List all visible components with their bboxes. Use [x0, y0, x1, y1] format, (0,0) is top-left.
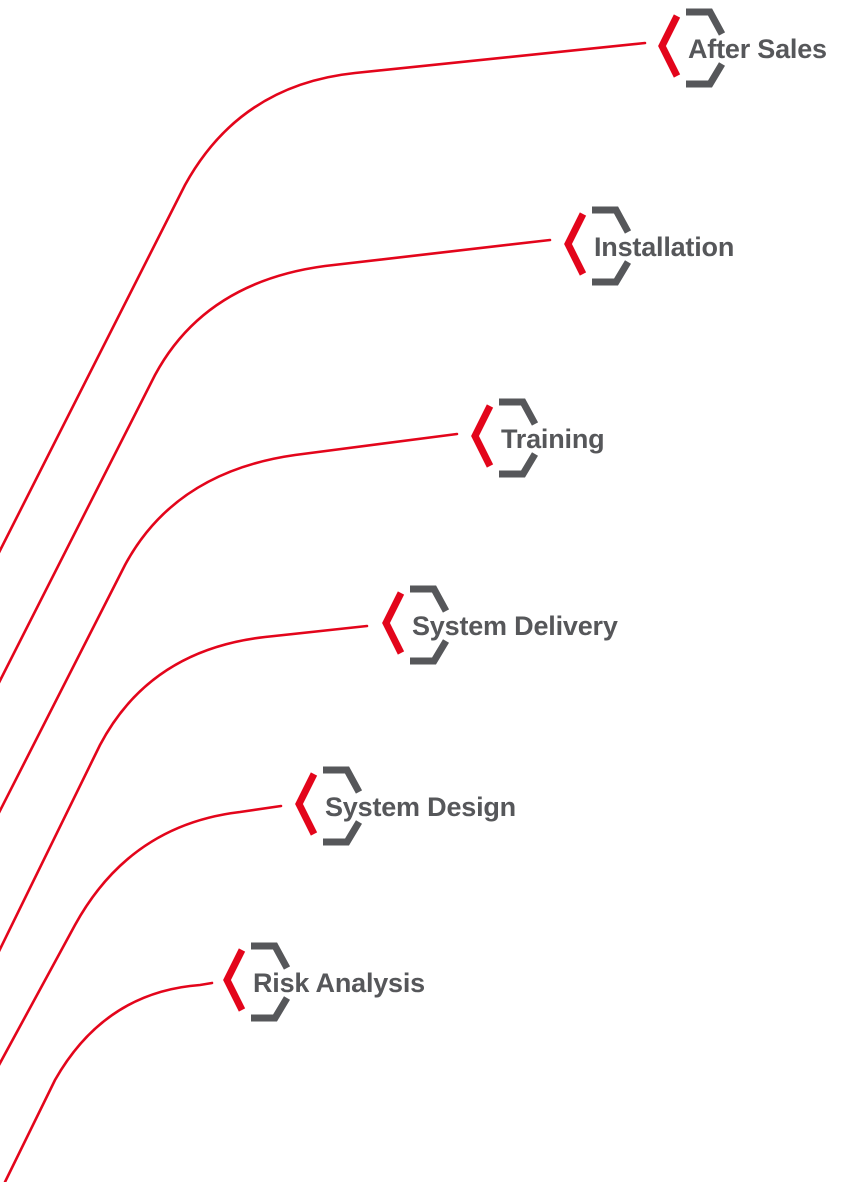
connector-curves: [0, 41, 647, 1182]
hexagon-bracket-icon: [223, 942, 291, 1022]
hexagon-bracket-icon: [295, 766, 363, 846]
hexagon-bracket-icon: [382, 585, 450, 665]
step-label-after-sales: After Sales: [688, 34, 827, 64]
step-node-training: Training: [471, 398, 605, 478]
step-label-training: Training: [501, 424, 604, 454]
hexagon-bracket-icon: [658, 8, 726, 88]
connector-curve-system-delivery: [0, 624, 369, 953]
step-label-risk-analysis: Risk Analysis: [253, 968, 425, 998]
step-label-system-design: System Design: [325, 792, 516, 822]
step-node-installation: Installation: [564, 206, 734, 286]
step-node-system-design: System Design: [295, 766, 516, 846]
connector-curve-after-sales: [0, 41, 647, 554]
hexagon-bracket-icon: [471, 398, 539, 478]
step-label-installation: Installation: [594, 232, 734, 262]
connector-curve-risk-analysis: [3, 981, 214, 1182]
step-label-system-delivery: System Delivery: [412, 611, 618, 641]
connector-curve-training: [0, 432, 459, 814]
step-node-system-delivery: System Delivery: [382, 585, 618, 665]
step-node-risk-analysis: Risk Analysis: [223, 942, 425, 1022]
hexagon-bracket-icon: [564, 206, 632, 286]
connector-curve-system-design: [0, 804, 283, 1066]
step-node-after-sales: After Sales: [658, 8, 827, 88]
connector-curve-installation: [0, 238, 552, 684]
